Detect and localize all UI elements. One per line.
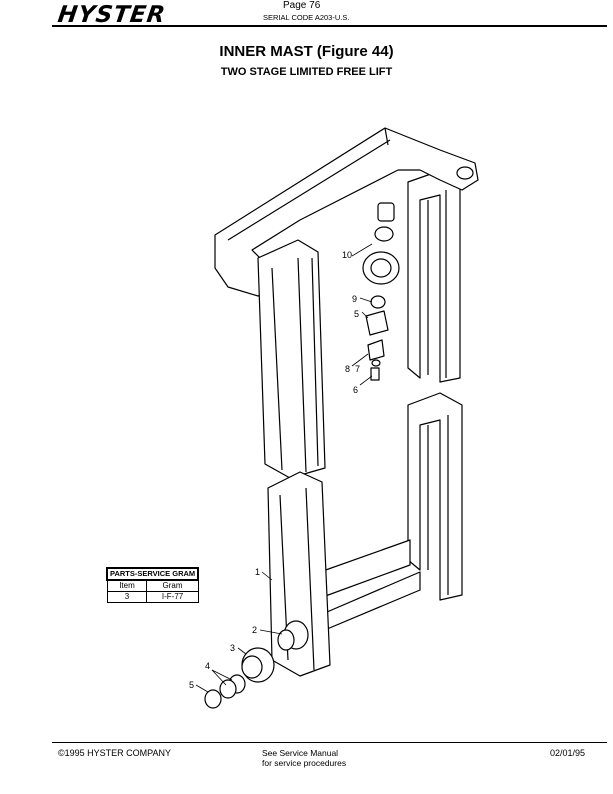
page-number: Page 76 <box>283 0 321 11</box>
upper-roller-stack <box>362 202 400 381</box>
lower-shims <box>204 674 246 709</box>
copyright: ©1995 HYSTER COMPANY <box>58 748 171 758</box>
callout-9: 9 <box>352 294 357 304</box>
service-note-line-2: for service procedures <box>262 758 347 768</box>
table-cell-item: 3 <box>106 591 148 603</box>
table-row: 3 I-F-77 <box>106 591 199 603</box>
callout-8: 8 <box>345 364 350 374</box>
callout-3: 3 <box>230 643 235 653</box>
upper-left-rail <box>257 239 326 479</box>
callout-5-lower: 5 <box>189 680 194 690</box>
column-header-gram: Gram <box>146 579 199 592</box>
column-header-item: Item <box>106 579 148 592</box>
callout-4: 4 <box>205 661 210 671</box>
table-cell-gram: I-F-77 <box>146 591 199 603</box>
page-subtitle: TWO STAGE LIMITED FREE LIFT <box>220 66 393 78</box>
callout-7: 7 <box>355 364 360 374</box>
callout-2: 2 <box>252 625 257 635</box>
upper-right-rail <box>407 167 461 383</box>
serial-code: SERIAL CODE A203-U.S. <box>263 13 350 22</box>
revision-date: 02/01/95 <box>550 748 586 758</box>
lower-right-rail <box>407 392 463 601</box>
callout-5-upper: 5 <box>354 309 359 319</box>
service-note: See Service Manual for service procedure… <box>262 748 346 768</box>
page-title: INNER MAST (Figure 44) <box>219 43 394 60</box>
top-crosshead <box>214 127 479 297</box>
service-note-line-1: See Service Manual <box>262 748 339 758</box>
callout-6: 6 <box>353 385 358 395</box>
lower-cross-members <box>319 539 421 633</box>
table-heading: PARTS-SERVICE GRAM <box>105 567 200 581</box>
callout-10: 10 <box>342 250 352 260</box>
leader-lines <box>195 243 373 693</box>
parts-service-gram-table: PARTS-SERVICE GRAM Item Gram 3 I-F-77 <box>105 567 200 603</box>
lower-roller-stub <box>277 620 309 651</box>
lower-roller-bearing <box>241 647 275 683</box>
header-rule <box>52 25 607 27</box>
footer-rule <box>52 742 607 743</box>
callout-1: 1 <box>255 567 260 577</box>
